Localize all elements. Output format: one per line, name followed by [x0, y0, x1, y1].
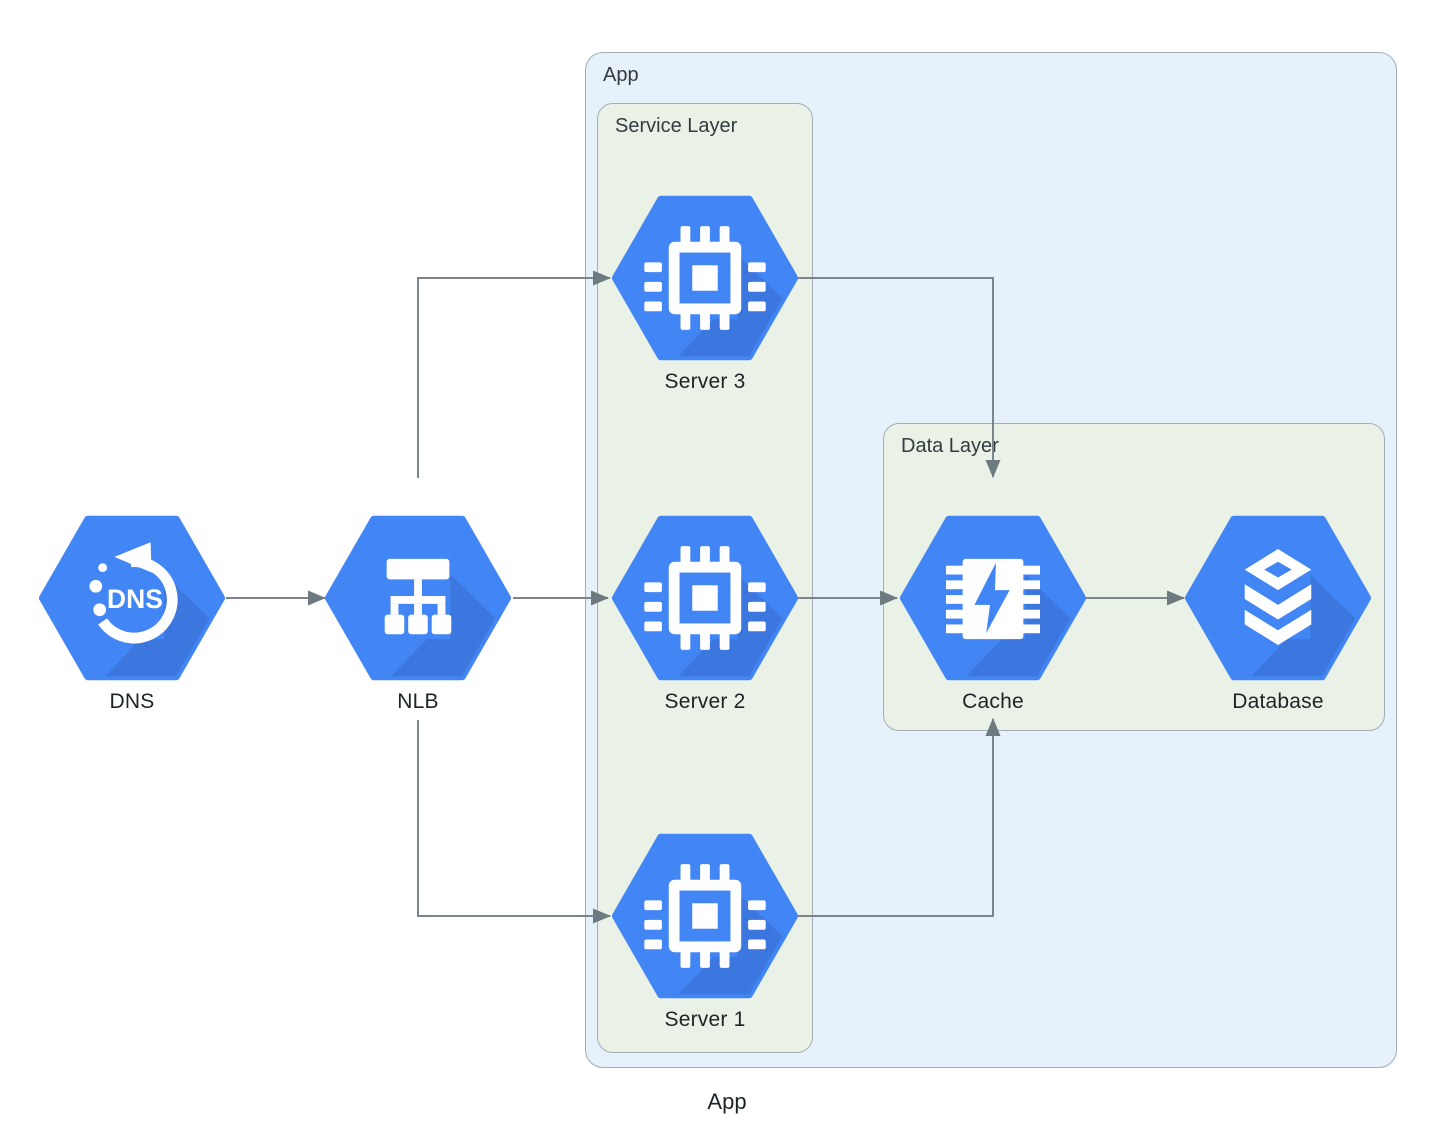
node-server1: Server 1	[612, 830, 798, 1031]
node-nlb-label: NLB	[397, 690, 439, 713]
node-server2-label: Server 2	[664, 690, 746, 713]
node-database-label: Database	[1232, 690, 1324, 713]
node-server3-label: Server 3	[664, 370, 746, 393]
cpu-chip-icon	[644, 226, 766, 330]
dns-refresh-icon: DNS	[89, 542, 178, 644]
node-database: Database	[1185, 512, 1371, 713]
edge-server3-data_layer	[798, 277, 1001, 478]
hexagon-shape	[900, 515, 1086, 681]
hexagon-shape	[1185, 515, 1371, 681]
service-layer-label: Service Layer	[615, 115, 738, 137]
cpu-chip-icon	[644, 864, 766, 968]
hexagon-shape	[612, 195, 798, 361]
datastore-stack-icon	[1244, 549, 1312, 645]
node-server1-label: Server 1	[664, 1008, 746, 1031]
memcache-bolt-chip-icon	[946, 558, 1040, 640]
edge-nlb-server3	[417, 270, 611, 478]
dns-icon-text: DNS	[107, 584, 163, 614]
data-layer-label: Data Layer	[901, 435, 999, 457]
node-cache: Cache	[900, 512, 1086, 713]
hexagon-shape: DNS	[39, 515, 225, 681]
node-dns-label: DNS	[109, 690, 155, 713]
node-cache-label: Cache	[962, 690, 1024, 713]
node-dns: DNS DNS	[39, 512, 225, 713]
node-nlb: NLB	[325, 512, 511, 713]
edge-server1-cache	[798, 718, 1001, 917]
node-server2: Server 2	[612, 512, 798, 713]
diagram-caption: App	[707, 1089, 747, 1114]
cpu-chip-icon	[644, 546, 766, 650]
edge-nlb-server1	[417, 720, 611, 924]
app-container-label: App	[603, 64, 639, 86]
node-server3: Server 3	[612, 192, 798, 393]
hexagon-shape	[612, 833, 798, 999]
hexagon-shape	[612, 515, 798, 681]
hexagon-shape	[325, 515, 511, 681]
load-balancer-tree-icon	[384, 558, 452, 635]
